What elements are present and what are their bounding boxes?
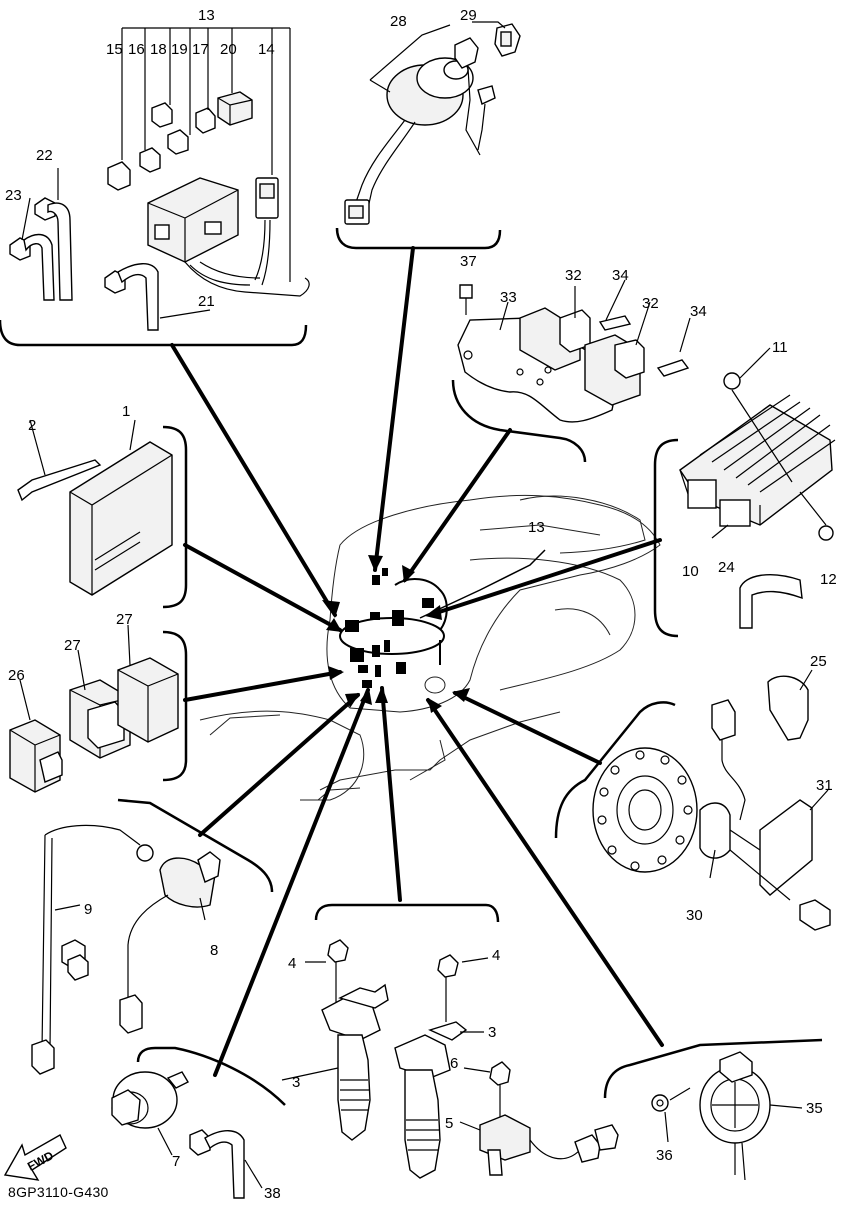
diagram-reference-code: 8GP3110-G430 [8, 1184, 109, 1200]
callout-3-left: 3 [292, 1074, 300, 1091]
callout-34-a: 34 [612, 267, 629, 284]
main-switch-assembly [344, 21, 521, 225]
callout-32-b: 32 [642, 295, 659, 312]
callout-5: 5 [445, 1115, 453, 1132]
callout-32-a: 32 [565, 267, 582, 284]
callout-27-right: 27 [116, 611, 133, 628]
relay-bracket-assembly [457, 279, 691, 423]
harness-bands [9, 197, 159, 331]
callout-24: 24 [718, 559, 735, 576]
callout-3-right: 3 [488, 1024, 496, 1041]
callout-4-left: 4 [288, 955, 296, 972]
callout-20: 20 [220, 41, 237, 58]
fuse-set [107, 91, 253, 191]
callout-31: 31 [816, 777, 833, 794]
callout-30: 30 [686, 907, 703, 924]
central-harness-cluster [339, 568, 448, 688]
callout-11: 11 [772, 339, 788, 356]
callout-14: 14 [258, 41, 275, 58]
leader-lines [170, 246, 664, 1077]
rotor-and-sensor [592, 669, 831, 931]
crank-sensor-5 [459, 1061, 619, 1176]
callout-16: 16 [128, 41, 145, 58]
callout-34-b: 34 [690, 303, 707, 320]
callout-23: 23 [5, 187, 22, 204]
ecu-unit [17, 419, 173, 596]
group-13-callout-lines [21, 27, 291, 319]
callout-28: 28 [390, 13, 407, 30]
fuse-box-assembly [147, 177, 310, 297]
callout-numbers: 13 15 16 18 19 17 20 14 22 23 21 28 29 3… [5, 7, 837, 1202]
callout-25: 25 [810, 653, 827, 670]
callout-6: 6 [450, 1055, 458, 1072]
callout-1: 1 [122, 403, 130, 420]
callout-29: 29 [460, 7, 477, 24]
callout-17: 17 [192, 41, 209, 58]
group-brackets [0, 227, 823, 1106]
callout-36: 36 [656, 1147, 673, 1164]
callout-8: 8 [210, 942, 218, 959]
callout-10: 10 [682, 563, 699, 580]
ignition-coil-left [281, 939, 389, 1141]
callout-19: 19 [171, 41, 188, 58]
forward-direction-arrow: FWD [3, 1134, 67, 1181]
horn-assembly [651, 1051, 803, 1181]
callout-12: 12 [820, 571, 837, 588]
callout-18: 18 [150, 41, 167, 58]
relay-set [9, 624, 179, 793]
callout-38: 38 [264, 1185, 281, 1202]
callout-9: 9 [84, 901, 92, 918]
ignition-coil-right [394, 954, 489, 1179]
callout-15: 15 [106, 41, 123, 58]
callout-7: 7 [172, 1153, 180, 1170]
callout-13-top: 13 [198, 7, 215, 24]
callout-21: 21 [198, 293, 215, 310]
callout-22: 22 [36, 147, 53, 164]
sensor-7-and-band-38 [111, 1071, 263, 1199]
callout-27-left: 27 [64, 637, 81, 654]
callout-2: 2 [28, 417, 36, 434]
callout-4-right: 4 [492, 947, 500, 964]
callout-33: 33 [500, 289, 517, 306]
callout-37: 37 [460, 253, 477, 270]
harness-9-and-sensor-8 [31, 824, 221, 1075]
leader-arrowheads [322, 555, 470, 713]
callout-26: 26 [8, 667, 25, 684]
rectifier-regulator [679, 347, 836, 629]
callout-13-center: 13 [528, 519, 545, 536]
callout-35: 35 [806, 1100, 823, 1117]
